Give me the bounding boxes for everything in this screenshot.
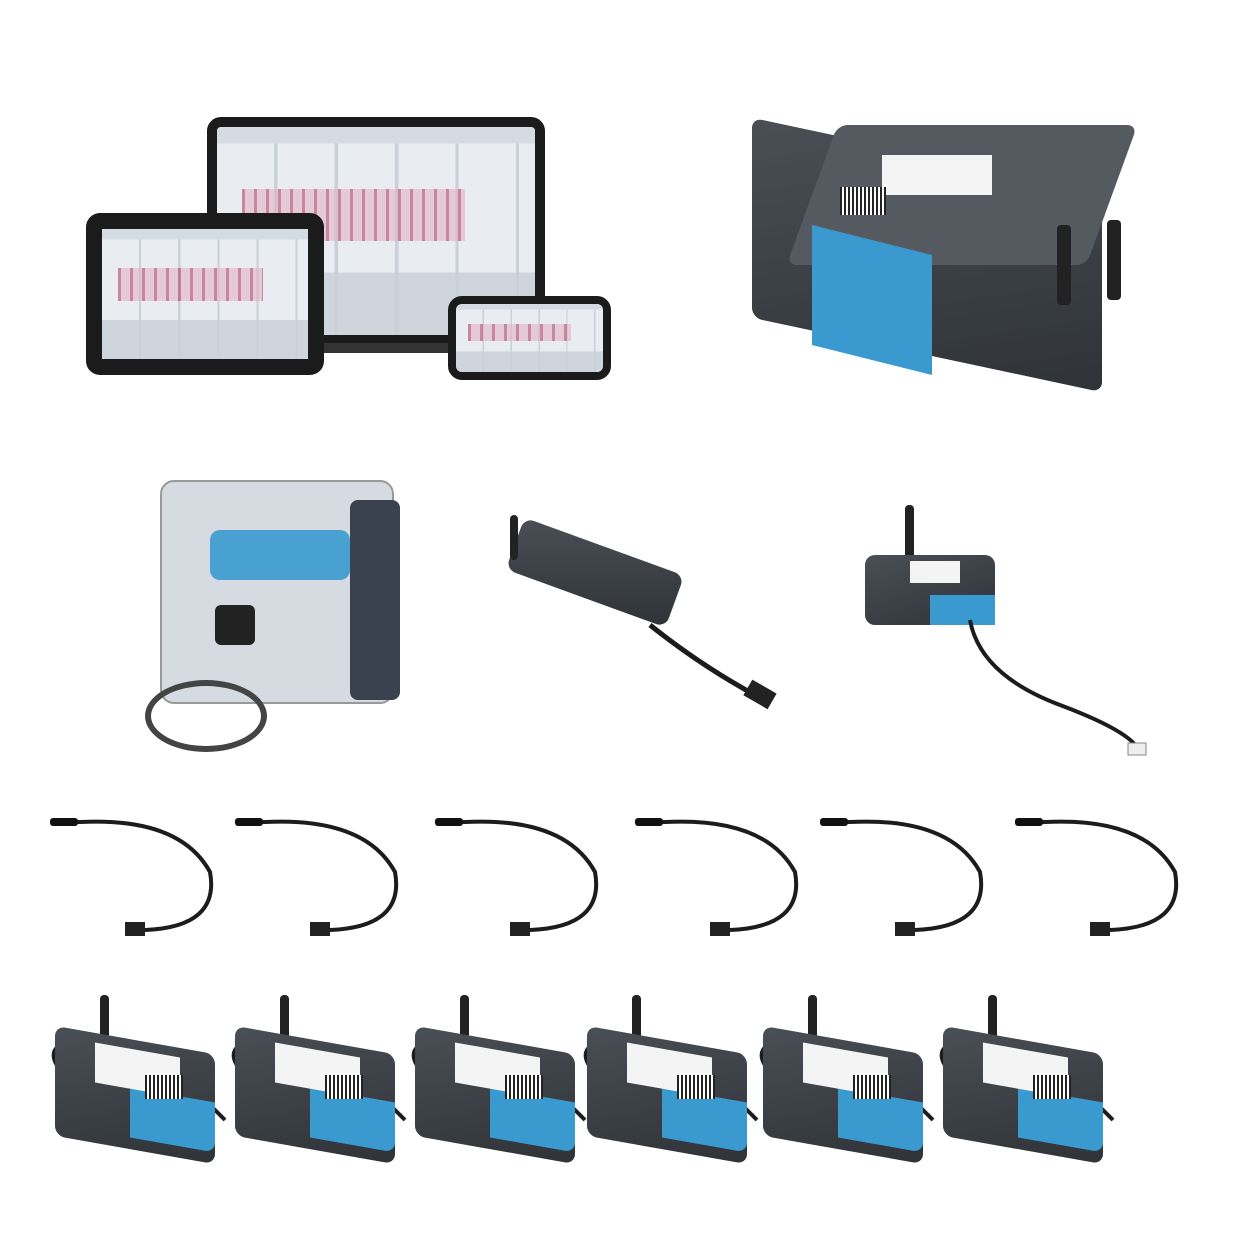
temperature-probe-icon <box>435 812 610 942</box>
wireless-sensor-icon <box>220 995 410 1165</box>
wireless-sensor-icon <box>40 995 230 1165</box>
temperature-probe-icon <box>635 812 810 942</box>
wireless-sensor-icon <box>928 995 1118 1165</box>
temperature-probe-icon <box>50 812 225 942</box>
power-monitor-icon <box>140 470 405 752</box>
wireless-sensor-icon <box>400 995 590 1165</box>
temperature-probe-icon <box>235 812 410 942</box>
phone-icon <box>448 296 611 380</box>
laptop-base <box>195 343 557 353</box>
wireless-sensor-icon <box>572 995 762 1165</box>
power-strip-icon <box>500 515 800 720</box>
tablet-icon <box>86 213 324 375</box>
antenna-icon <box>1107 220 1121 300</box>
temperature-probe-icon <box>820 812 995 942</box>
temperature-probe-icon <box>1015 812 1190 942</box>
wireless-sensor-icon <box>748 995 938 1165</box>
antenna-icon <box>1057 225 1071 305</box>
network-sensor-icon <box>860 505 1150 770</box>
gateway-icon <box>752 117 1138 425</box>
